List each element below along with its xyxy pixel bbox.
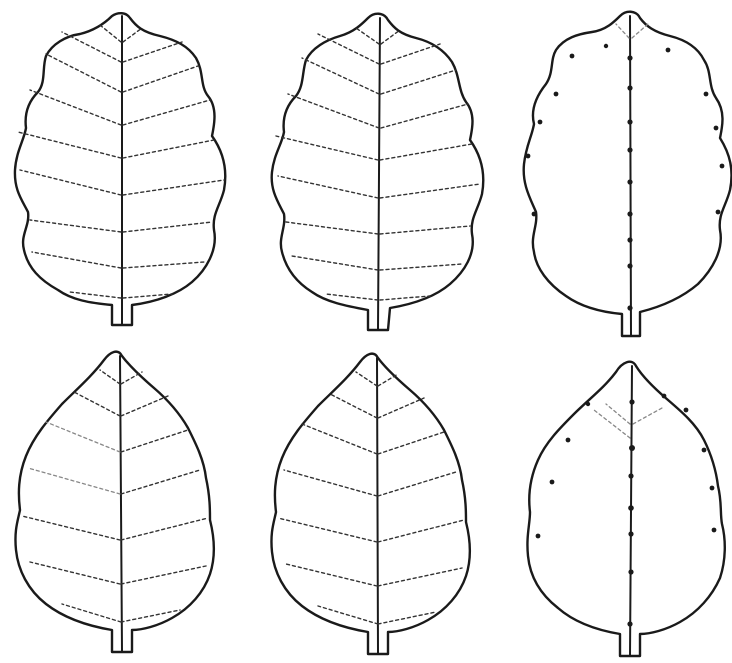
leaf-outline: [524, 12, 732, 336]
leaf-top-left: [15, 13, 225, 325]
leaf-outline: [527, 362, 724, 656]
leaf-midrib: [378, 18, 380, 330]
leaf-bottom-middle: [271, 354, 469, 654]
leaf-midrib: [630, 16, 631, 336]
leaf-outline: [15, 13, 225, 325]
leaf-outline: [15, 352, 213, 652]
leaf-outline: [271, 354, 469, 654]
leaf-midrib: [377, 358, 378, 654]
leaf-midrib: [120, 356, 122, 652]
leaf-veins: [278, 372, 464, 624]
leaf-bottom-right: [527, 362, 724, 656]
leaf-veins: [22, 370, 208, 622]
leaf-midrib: [630, 366, 632, 656]
leaf-top-right: [524, 12, 732, 336]
leaf-bottom-left: [15, 352, 213, 652]
leaf-markers: [526, 24, 725, 311]
leaf-top-middle: [272, 14, 484, 330]
leaf-markers: [536, 394, 717, 627]
